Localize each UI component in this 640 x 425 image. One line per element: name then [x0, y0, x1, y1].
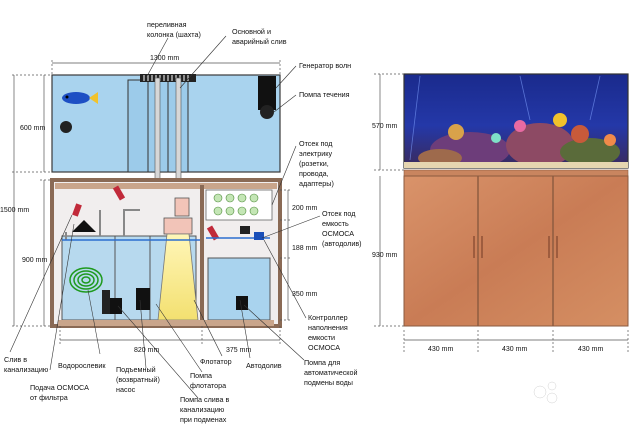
label-skimmer: Флотатор	[200, 357, 232, 366]
label-controller-3: емкости	[308, 333, 335, 342]
label-drain-pump-1: Помпа слива в	[180, 395, 230, 404]
label-skimmer-pump-1: Помпа	[190, 371, 212, 380]
label-osmo-bay-1: Отсек под	[322, 209, 356, 218]
avito-watermark: Avito	[533, 380, 634, 413]
dim-width-top: 1300 mm	[150, 55, 179, 62]
label-return-pump-1: Подъемный	[116, 365, 156, 374]
label-pump-auto-2: автоматической	[304, 368, 358, 377]
reef-corals	[404, 113, 628, 168]
dim-tank-height-right: 570 mm	[372, 123, 397, 130]
skimmer-pump	[110, 298, 122, 314]
skimmer-cup	[163, 217, 193, 235]
label-pump-auto-1: Помпа для	[304, 358, 340, 367]
label-elec-bay-1: Отсек под	[299, 139, 333, 148]
valve-red-2	[206, 225, 220, 241]
osmosis-container	[207, 257, 271, 321]
label-wave-generator: Генератор волн	[299, 61, 351, 70]
label-osmo-feed-1: Подача ОСМОСА	[30, 383, 89, 392]
label-drain-pump-2: канализацию	[180, 405, 225, 414]
algae-light	[72, 220, 96, 232]
dim-total-height: 1500 mm	[0, 207, 29, 214]
dim-elec-height: 200 mm	[292, 205, 317, 212]
watermark-text: Avito	[560, 380, 634, 413]
algae-reactor	[69, 267, 103, 293]
top-off-pump	[236, 296, 248, 310]
label-elec-bay-2: электрику	[299, 149, 332, 158]
dim-door-1: 430 mm	[428, 346, 453, 353]
dim-sump-height: 350 mm	[292, 291, 317, 298]
label-osmo-feed-2: от фильтра	[30, 393, 68, 402]
label-autotop: Автодолив	[246, 361, 282, 370]
label-controller-1: Контроллер	[308, 313, 348, 322]
label-circulation-pump: Помпа течения	[299, 90, 350, 99]
cabinet-body	[403, 175, 629, 327]
label-elec-bay-4: провода,	[299, 169, 329, 178]
dim-tank-height: 600 mm	[20, 125, 45, 132]
dim-stand-height: 900 mm	[22, 257, 47, 264]
label-overflow-1: переливная	[147, 20, 187, 29]
label-skimmer-pump-2: флотатора	[190, 381, 226, 390]
label-controller-2: наполнения	[308, 323, 348, 332]
door-handles	[473, 236, 558, 258]
label-elec-bay-3: (розетки,	[299, 159, 329, 168]
dim-osmo-height: 188 mm	[292, 245, 317, 252]
label-osmo-bay-4: (автодолив)	[322, 239, 362, 248]
valve-red-1	[112, 185, 126, 201]
label-main-drain-2: аварийный слив	[232, 37, 287, 46]
label-return-pump-2: (возвратный)	[116, 375, 160, 384]
circulation-pump	[260, 105, 274, 119]
return-pump	[136, 288, 150, 310]
power-sockets	[213, 193, 259, 216]
label-osmo-bay-2: емкость	[322, 219, 349, 228]
fish-illustration	[62, 92, 98, 104]
dim-right-width: 375 mm	[226, 347, 251, 354]
dim-stand-height-right: 930 mm	[372, 252, 397, 259]
label-main-drain-1: Основной и	[232, 27, 271, 36]
label-algae: Водорослевик	[58, 361, 106, 370]
label-sewer-drain-1: Слив в	[4, 355, 27, 364]
label-return-pump-3: насос	[116, 385, 136, 394]
dim-door-3: 430 mm	[578, 346, 603, 353]
label-overflow-2: колонка (шахта)	[147, 30, 201, 39]
dim-left-width: 820 mm	[134, 347, 159, 354]
label-osmo-bay-3: ОСМОСА	[322, 229, 354, 238]
label-controller-4: ОСМОСА	[308, 343, 340, 352]
wave-generator	[258, 76, 276, 110]
dim-door-2: 430 mm	[502, 346, 527, 353]
label-pump-auto-3: подмены воды	[304, 378, 353, 387]
label-drain-pump-3: при подменах	[180, 415, 227, 424]
label-sewer-drain-2: канализацию	[4, 365, 49, 374]
left-pump	[60, 121, 72, 133]
label-elec-bay-5: адаптеры)	[299, 179, 334, 188]
